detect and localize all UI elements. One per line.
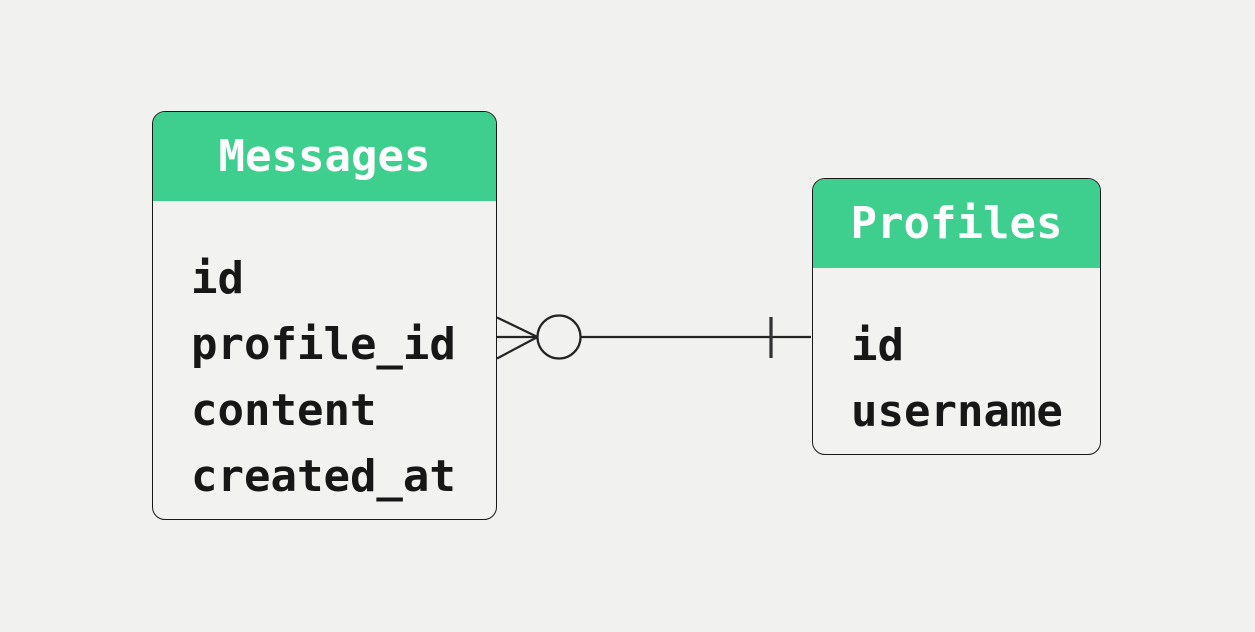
entity-profiles-header: Profiles xyxy=(813,179,1100,268)
entity-messages-title: Messages xyxy=(218,131,431,182)
field-messages-created-at: created_at xyxy=(191,451,456,502)
entity-messages-header: Messages xyxy=(153,112,496,201)
entity-messages: Messages id profile_id content created_a… xyxy=(152,111,497,520)
entity-profiles-title: Profiles xyxy=(850,198,1063,249)
field-profiles-id: id xyxy=(851,320,904,371)
field-messages-content: content xyxy=(191,385,377,436)
field-profiles-username: username xyxy=(851,386,1063,437)
entity-profiles-body: id username xyxy=(813,268,1100,445)
field-messages-profile-id: profile_id xyxy=(191,319,456,370)
entity-profiles: Profiles id username xyxy=(812,178,1101,455)
crow-foot-many-icon xyxy=(496,316,539,360)
zero-circle-icon xyxy=(536,314,582,360)
field-messages-id: id xyxy=(191,253,244,304)
entity-messages-body: id profile_id content created_at xyxy=(153,201,496,510)
